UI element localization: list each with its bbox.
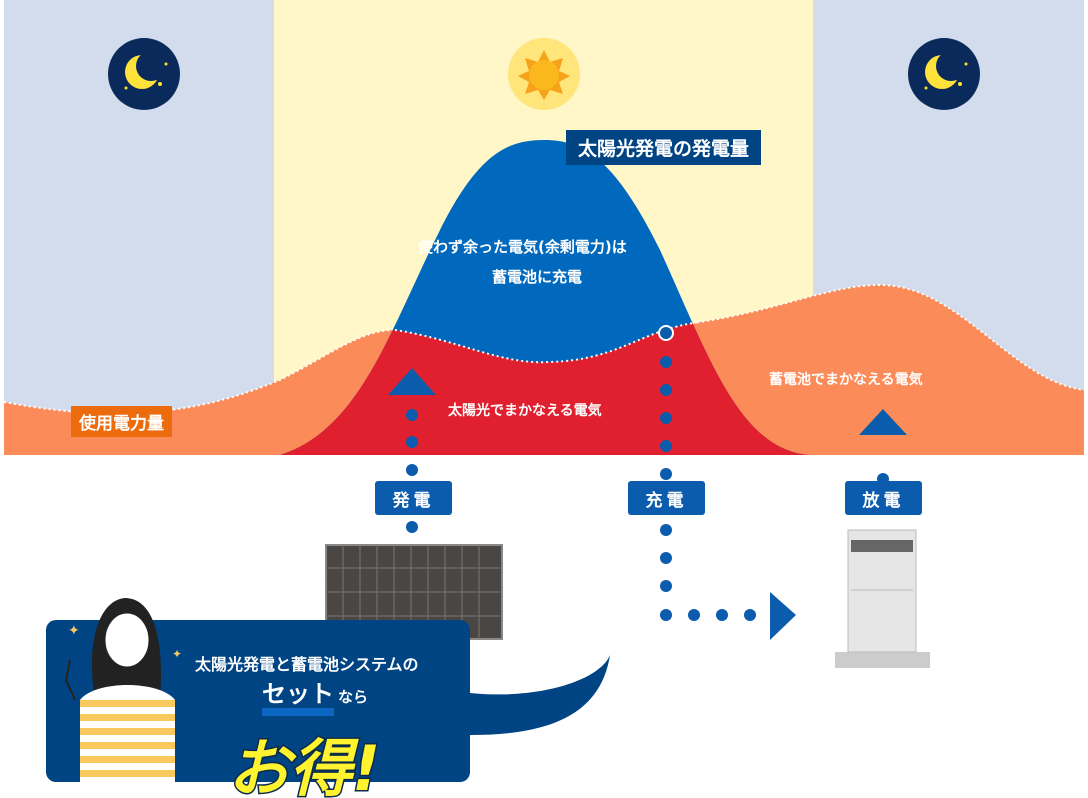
charge-tag: 充電 (628, 481, 705, 515)
solar-generation-label: 太陽光発電の発電量 (566, 130, 762, 165)
svg-text:✦: ✦ (172, 647, 182, 661)
battery-unit-icon (835, 529, 930, 668)
solar-covered-label: 太陽光でまかなえる電気 (448, 403, 602, 419)
generate-tag: 発電 (375, 481, 452, 515)
usage-label: 使用電力量 (71, 406, 172, 437)
sun-icon (508, 38, 580, 110)
moon-icon (108, 38, 180, 110)
promo-headline: お得! (226, 731, 381, 798)
generation-flow-arrow (388, 368, 436, 533)
moon-icon (908, 38, 980, 110)
speech-bubble (46, 620, 610, 782)
promo-set: セットなら (262, 674, 369, 716)
promo-line1: 太陽光発電と蓄電池システムの (195, 655, 419, 674)
promo-set-text: セット (262, 680, 334, 716)
svg-text:✦: ✦ (68, 623, 80, 639)
battery-covered-label: 蓄電池でまかなえる電気 (769, 372, 923, 388)
surplus-label-line2: 蓄電池に充電 (492, 268, 583, 286)
discharge-tag: 放電 (845, 481, 922, 515)
woman-illustration: ✦ ✦ (64, 598, 182, 782)
promo-nara-text: なら (338, 688, 369, 706)
charge-flow-arrow (658, 325, 796, 640)
surplus-label-line1: 使わず余った電気(余剰電力)は (418, 238, 627, 256)
